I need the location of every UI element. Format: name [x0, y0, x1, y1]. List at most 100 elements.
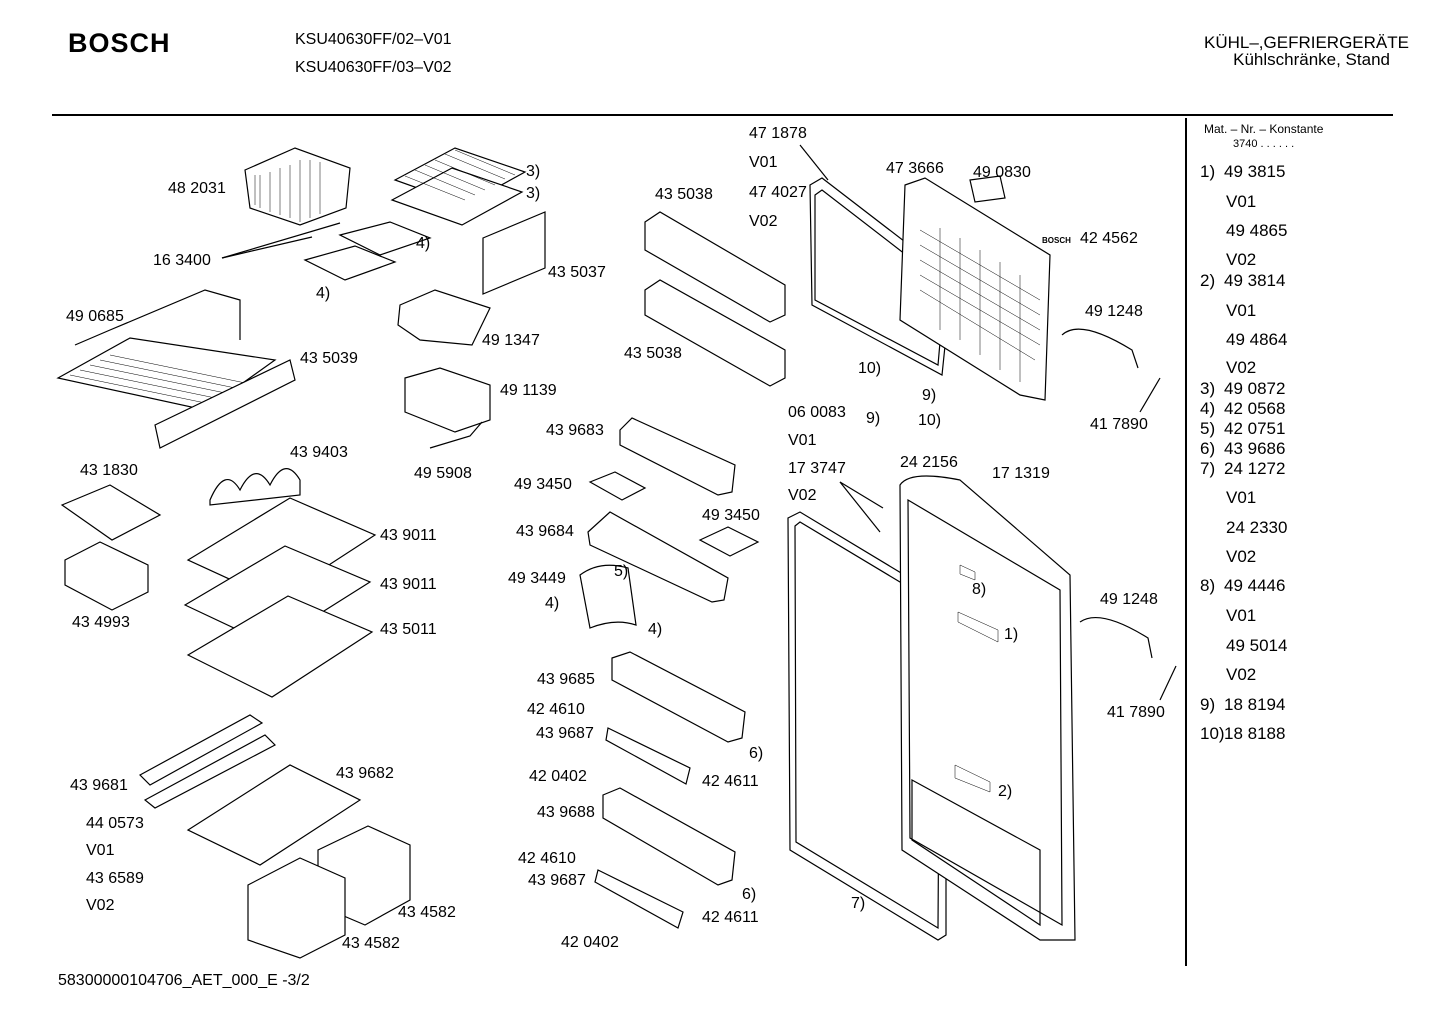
model-number-2: KSU40630FF/03–V02	[295, 59, 452, 76]
exploded-parts-drawing	[56, 144, 1177, 959]
part-label: V01	[788, 432, 817, 449]
leader-line-41-7890-bottom	[1159, 665, 1177, 701]
part-label: 4)	[545, 595, 560, 612]
sidebar-row-value: 49 0872	[1224, 379, 1286, 398]
part-label: 3)	[526, 163, 541, 180]
sidebar-row-value: V02	[1226, 250, 1257, 269]
part-label: 42 4611	[702, 909, 759, 926]
sidebar-row-index: 2)	[1200, 271, 1216, 290]
leader-line-17-3747a	[839, 481, 884, 509]
sidebar-row-index: 10)	[1200, 724, 1225, 743]
sidebar-row-index: 1)	[1200, 162, 1216, 181]
fridge-door	[899, 475, 1076, 941]
sidebar-row-index: 3)	[1200, 379, 1216, 398]
sidebar-row-value: 49 5014	[1226, 636, 1288, 655]
part-label: 4)	[648, 621, 663, 638]
sidebar-row-value: 42 0568	[1224, 399, 1286, 418]
strip-43-9687b	[594, 869, 684, 929]
handle-49-1248-top	[1061, 328, 1139, 369]
sidebar-row-index: 4)	[1200, 399, 1216, 418]
sidebar-row-value: V02	[1226, 547, 1257, 566]
leader-line-41-7890-top	[1139, 377, 1161, 413]
shelf-support-part	[397, 289, 491, 346]
part-label: 7)	[851, 895, 866, 912]
egg-tray-2	[698, 526, 760, 557]
glass-shelves	[183, 497, 377, 698]
part-label: 43 9687	[528, 872, 586, 889]
sidebar-row: V01	[1200, 606, 1256, 626]
header-divider	[52, 114, 1393, 116]
sidebar-row: 9)18 8194	[1200, 695, 1285, 715]
part-label: 16 3400	[153, 252, 211, 269]
part-label: 49 3450	[514, 476, 572, 493]
sidebar-row-value: 24 2330	[1226, 518, 1288, 537]
sidebar-row-value: 24 1272	[1224, 459, 1286, 478]
sidebar-row: 6) 43 9686	[1200, 439, 1285, 459]
part-label: 43 9683	[546, 422, 604, 439]
part-label: 49 3450	[702, 507, 760, 524]
sidebar-row: 49 4865	[1200, 221, 1287, 241]
sidebar-row-index: 9)	[1200, 695, 1216, 714]
part-label: 43 5038	[624, 345, 682, 362]
sidebar-row-value: V01	[1226, 301, 1257, 320]
document-footer: 58300000104706_AET_000_E -3/2	[58, 972, 310, 989]
sidebar-row-value: 49 4865	[1226, 221, 1288, 240]
part-label: 43 9011	[380, 576, 437, 593]
part-label: BOSCH	[1042, 236, 1071, 245]
sidebar-row: V01	[1200, 192, 1256, 212]
egg-rack-43-9403	[209, 468, 301, 506]
part-label: 3)	[526, 185, 541, 202]
part-label: V02	[749, 213, 778, 230]
part-label: 5)	[614, 563, 629, 580]
sidebar-row-value: 49 4864	[1226, 330, 1288, 349]
box-49-1139	[404, 367, 491, 433]
part-label: 43 9685	[537, 671, 595, 688]
part-label: 48 2031	[168, 180, 226, 197]
wire-shelf-parts	[390, 147, 527, 226]
part-label: 47 3666	[886, 160, 944, 177]
box-43-4993	[64, 541, 149, 611]
part-label: 49 5908	[414, 465, 472, 482]
brand-logo: BOSCH	[68, 28, 171, 58]
part-label: 49 1248	[1100, 591, 1158, 608]
part-label: 42 4562	[1080, 230, 1138, 247]
part-label: 41 7890	[1090, 416, 1148, 433]
drawer-49-0685	[56, 289, 277, 411]
sidebar-row: 5)42 0751	[1200, 419, 1285, 439]
part-label: 43 9681	[70, 777, 128, 794]
part-label: 43 9011	[380, 527, 437, 544]
part-label: 43 4582	[342, 935, 400, 952]
part-label: 43 9684	[516, 523, 574, 540]
sidebar-row-index: 6)	[1200, 439, 1216, 458]
sidebar-row: V02	[1200, 665, 1256, 685]
part-label: 17 3747	[788, 460, 846, 477]
part-label: 6)	[742, 886, 757, 903]
sidebar-row-value: V01	[1226, 192, 1257, 211]
category-subtitle: Kühlschränke, Stand	[1233, 50, 1390, 69]
part-label: 47 4027	[749, 184, 807, 201]
sidebar-row: V01	[1200, 488, 1256, 508]
sidebar-row: 1) 49 3815	[1200, 162, 1285, 182]
door-racks-43-5038	[644, 211, 786, 387]
sidebar-row-index: 7)	[1200, 459, 1216, 478]
sidebar-row: V02	[1200, 358, 1256, 378]
part-label: 49 1248	[1085, 303, 1143, 320]
egg-tray-1	[588, 471, 647, 501]
sidebar-row-value: 49 3815	[1224, 162, 1286, 181]
rack-43-9683	[619, 417, 736, 496]
sidebar-row: 7) 24 1272	[1200, 459, 1285, 479]
cover-strip-43-5039	[154, 359, 296, 449]
part-label: 6)	[749, 745, 764, 762]
part-label: 10)	[918, 412, 942, 429]
part-label: 42 4610	[527, 701, 585, 718]
sidebar-row: 10)18 8188	[1200, 724, 1285, 744]
sidebar-row-value: 43 9686	[1224, 439, 1286, 458]
sidebar-row: V01	[1200, 301, 1256, 321]
part-label: 43 9682	[336, 765, 394, 782]
part-label: 49 3449	[508, 570, 566, 587]
part-label: 9)	[922, 387, 937, 404]
part-label: 24 2156	[900, 454, 958, 471]
ice-box-part	[244, 147, 351, 226]
model-number-1: KSU40630FF/02–V01	[295, 31, 452, 48]
ice-trays	[221, 221, 432, 281]
